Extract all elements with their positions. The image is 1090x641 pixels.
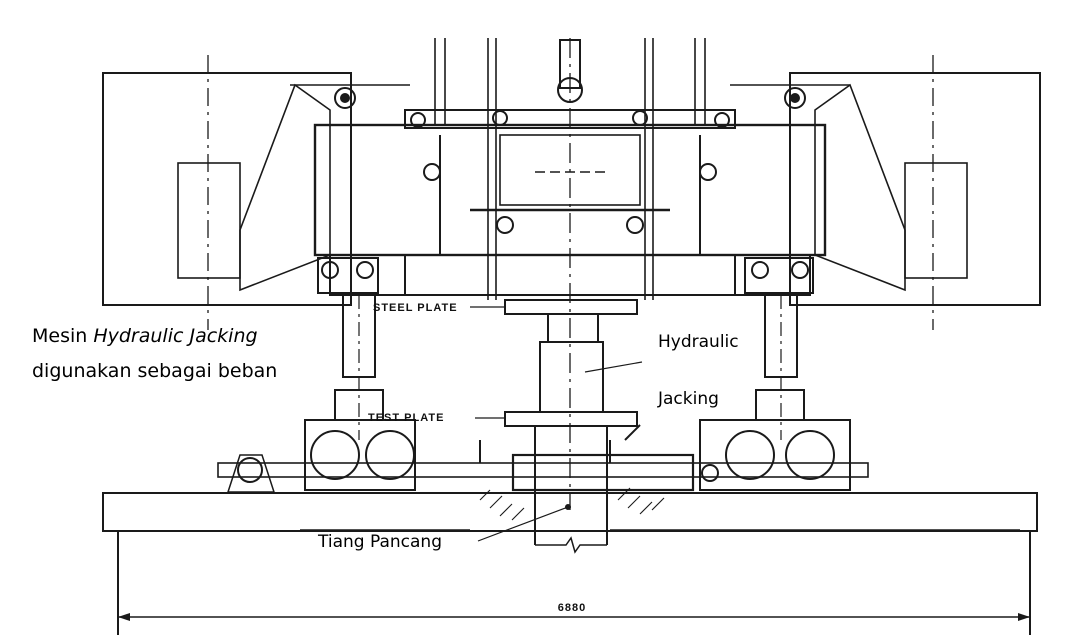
machine-label-italic: Hydraulic Jacking [93, 325, 258, 347]
right-support-leg [699, 257, 851, 491]
steel-plate: STEEL PLATE [373, 299, 638, 315]
pile-label: Tiang Pancang [318, 532, 442, 552]
test-plate-label: TEST PLATE [368, 412, 444, 424]
hydraulic-label: Hydraulic [658, 332, 739, 352]
left-support-leg [304, 257, 416, 491]
dimension-line: 6880 [118, 602, 1030, 621]
guide-columns [434, 38, 706, 300]
jacking-label: Jacking [658, 389, 719, 409]
machine-label: Mesin Hydraulic Jacking [32, 322, 258, 350]
clamp-beam [217, 424, 869, 493]
right-counterweight-block [730, 55, 1041, 330]
left-counterweight-block [102, 55, 410, 330]
machine-label-prefix: Mesin [32, 325, 94, 347]
pile [477, 426, 608, 554]
dimension-label: 6880 [558, 602, 586, 614]
machine-label-line2: digunakan sebagai beban [32, 360, 278, 382]
steel-plate-label: STEEL PLATE [373, 302, 458, 314]
soil-hatching [479, 487, 665, 521]
hydraulic-jack [539, 313, 643, 413]
main-frame [313, 38, 827, 510]
test-plate: TEST PLATE [368, 411, 638, 427]
